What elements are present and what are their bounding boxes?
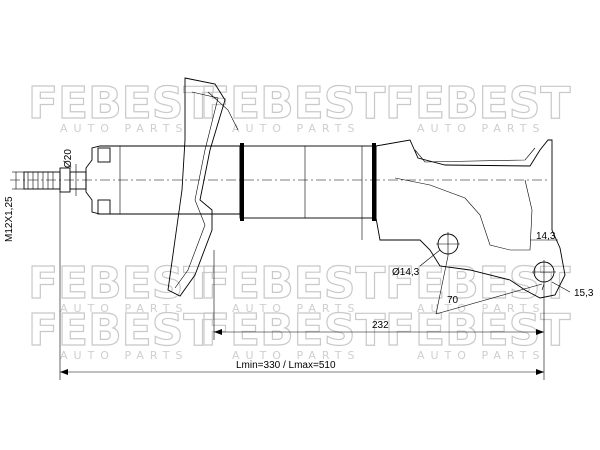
- dim-hole-diameter: Ø14,3: [392, 249, 441, 278]
- watermark-brand: FEBEST: [385, 78, 570, 129]
- watermark-tagline: AUTO PARTS: [232, 349, 360, 362]
- watermark-tagline: AUTO PARTS: [60, 122, 188, 135]
- watermark-brand: FEBEST: [200, 78, 385, 129]
- watermark-brand: FEBEST: [28, 258, 213, 309]
- watermark-tagline: AUTO PARTS: [232, 302, 360, 315]
- dim-mount-length: 232: [213, 250, 545, 340]
- watermark-tagline: AUTO PARTS: [417, 302, 545, 315]
- thread-label: M12X1,25: [4, 196, 15, 242]
- hole-spacing-label: 70: [447, 295, 459, 306]
- strut-body: [85, 143, 377, 240]
- total-length-label: Lmin=330 / Lmax=510: [236, 360, 336, 371]
- watermark-tagline: AUTO PARTS: [232, 122, 360, 135]
- dim-rod-diameter: Ø20: [63, 149, 77, 196]
- knuckle-bracket: [375, 139, 566, 299]
- lower-hole-label: 15,3: [574, 288, 594, 299]
- spring-seat-plate: [167, 77, 226, 297]
- dim-total-length: Lmin=330 / Lmax=510: [59, 192, 545, 380]
- rod-diameter-label: Ø20: [63, 149, 74, 168]
- watermark-brand: FEBEST: [385, 258, 570, 309]
- watermark-tagline: AUTO PARTS: [60, 302, 188, 315]
- thread-body: [23, 171, 61, 190]
- watermark-tagline: AUTO PARTS: [60, 349, 188, 362]
- dim-lower-hole: 15,3: [551, 281, 594, 299]
- spring-seat: [167, 77, 239, 297]
- bracket-width-label: 14,3: [536, 231, 556, 242]
- bracket-outline: [375, 139, 566, 299]
- watermark-brand: FEBEST: [28, 78, 213, 129]
- main-tube: [239, 145, 377, 219]
- watermark-tagline: AUTO PARTS: [417, 349, 545, 362]
- watermark-tagline: AUTO PARTS: [417, 122, 545, 135]
- watermark-layer: FEBEST AUTO PARTS FEBEST AUTO PARTS FEBE…: [27, 77, 571, 362]
- hole-diameter-label: Ø14,3: [392, 267, 420, 278]
- dim-thread: M12X1,25: [4, 171, 24, 242]
- mount-length-label: 232: [372, 320, 389, 331]
- watermark-brand: FEBEST: [200, 258, 385, 309]
- dim-bracket-width: 14,3: [530, 231, 558, 242]
- watermark-brand: FEBEST: [28, 305, 213, 356]
- watermark-brand: FEBEST: [200, 305, 385, 356]
- dim-hole-spacing: 70: [435, 255, 545, 315]
